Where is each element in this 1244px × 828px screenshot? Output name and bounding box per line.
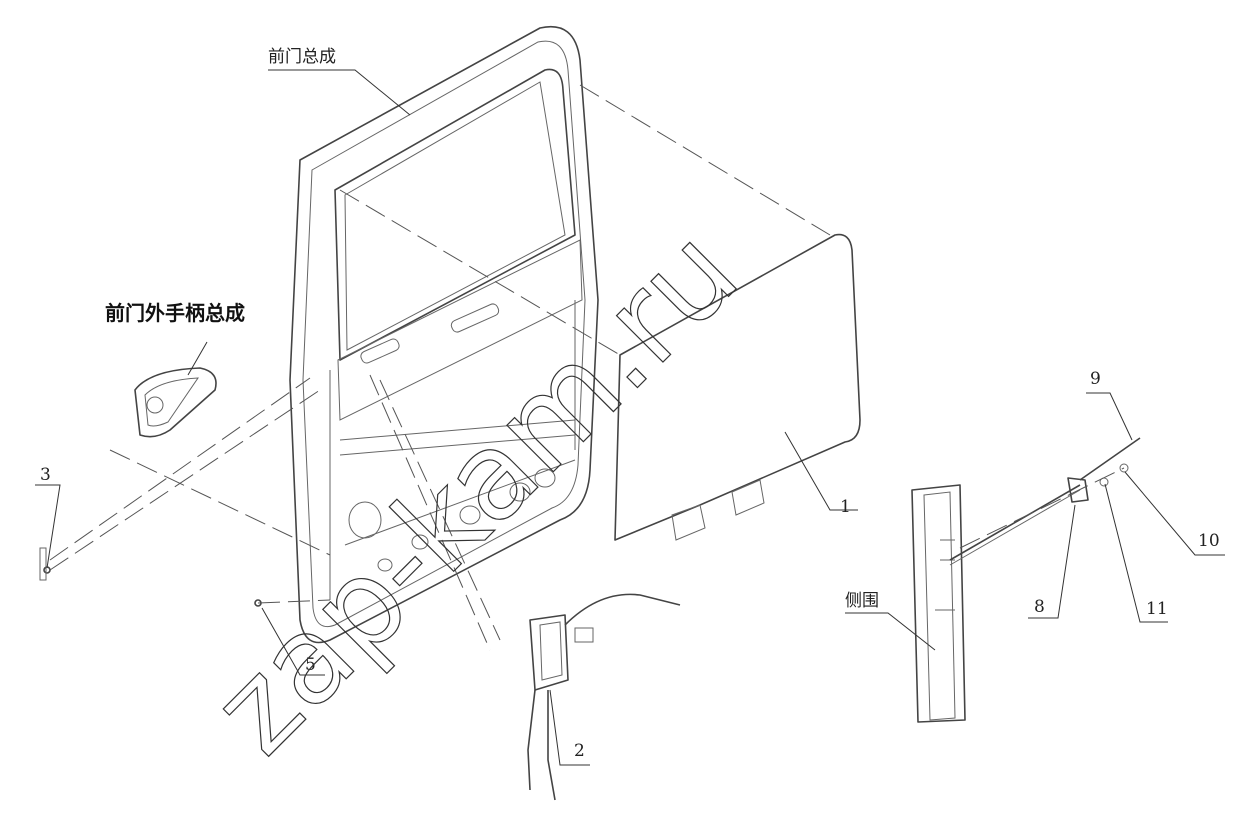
watermark: zap-kam.ru: [187, 203, 764, 780]
part-number-3: 3: [40, 465, 51, 485]
door-lock: [527, 593, 681, 801]
outer-handle-assembly-label: 前门外手柄总成: [105, 301, 245, 325]
assembly-lines: [49, 84, 1125, 651]
front-door-assembly: [289, 26, 599, 644]
part-number-1: 1: [840, 497, 851, 517]
part-number-5: 5: [305, 655, 316, 675]
front-door-assembly-label: 前门总成: [268, 47, 336, 67]
part-number-10: 10: [1198, 531, 1220, 551]
leader-lines: [35, 69, 1225, 766]
fasteners: [39, 547, 262, 607]
side-panel-label: 侧围: [845, 591, 879, 611]
outer-handle-assembly: [134, 367, 217, 438]
part-number-11: 11: [1146, 599, 1168, 619]
part-number-9: 9: [1090, 369, 1101, 389]
side-panel: [911, 437, 1141, 723]
part-number-2: 2: [574, 741, 585, 761]
door-glass: [614, 233, 861, 541]
part-number-8: 8: [1034, 597, 1045, 617]
